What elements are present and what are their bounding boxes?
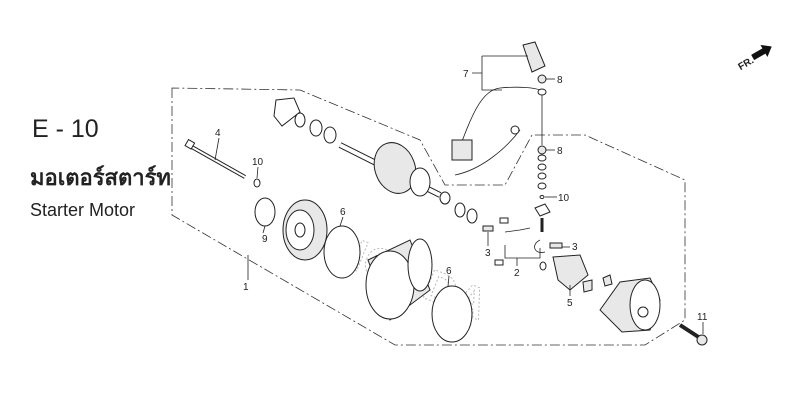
part-9-o-ring[interactable] — [254, 197, 276, 227]
motor-yoke[interactable] — [365, 238, 433, 321]
part-10-washer-small — [539, 195, 545, 199]
arrow-icon — [751, 44, 772, 61]
title-thai: มอเตอร์สตาร์ท — [30, 166, 171, 191]
part-11-bolt[interactable] — [678, 323, 708, 346]
front-cover[interactable] — [282, 199, 328, 261]
insulator — [582, 279, 593, 293]
part-6-o-ring-front[interactable] — [431, 285, 473, 343]
callout-6: 6 — [340, 207, 346, 218]
shaft-washers — [439, 191, 478, 224]
part-7-starter-cable[interactable] — [451, 41, 546, 176]
callout-4: 4 — [215, 128, 221, 139]
title-english: Starter Motor — [30, 200, 136, 220]
callout-7: 7 — [463, 69, 469, 80]
leader-lines — [214, 55, 704, 334]
part-6-o-ring-rear[interactable] — [323, 225, 361, 279]
callout-8: 8 — [557, 146, 563, 157]
part-8-nut-upper[interactable] — [537, 74, 547, 96]
callout-10: 10 — [252, 157, 264, 168]
part-2-brush-set[interactable] — [494, 217, 547, 271]
part-10-washer[interactable] — [253, 178, 261, 188]
diagram-code: E - 10 — [32, 115, 99, 143]
callout-1: 1 — [243, 282, 249, 293]
callout-3: 3 — [572, 242, 578, 253]
callout-6: 6 — [446, 266, 452, 277]
callout-5: 5 — [567, 298, 573, 309]
part-8-nut-lower[interactable] — [537, 145, 547, 155]
rear-cover[interactable] — [599, 277, 661, 333]
callout-11: 11 — [697, 312, 708, 323]
callout-8: 8 — [557, 75, 563, 86]
insulator — [602, 274, 613, 287]
front-direction-marker: FR. — [736, 44, 772, 73]
armature-washers — [273, 97, 337, 144]
callout-3: 3 — [485, 248, 491, 259]
part-4-bolt[interactable] — [184, 138, 246, 179]
callout-10: 10 — [558, 193, 570, 204]
callout-9: 9 — [262, 234, 268, 245]
part-3-spring-left[interactable] — [482, 225, 494, 232]
callout-2: 2 — [514, 268, 520, 279]
part-3-spring-right[interactable] — [549, 242, 563, 249]
terminal-washers — [534, 154, 551, 232]
armature[interactable] — [338, 137, 442, 200]
assembly-boundary — [171, 87, 686, 346]
part-5-brush-holder[interactable] — [552, 254, 589, 291]
